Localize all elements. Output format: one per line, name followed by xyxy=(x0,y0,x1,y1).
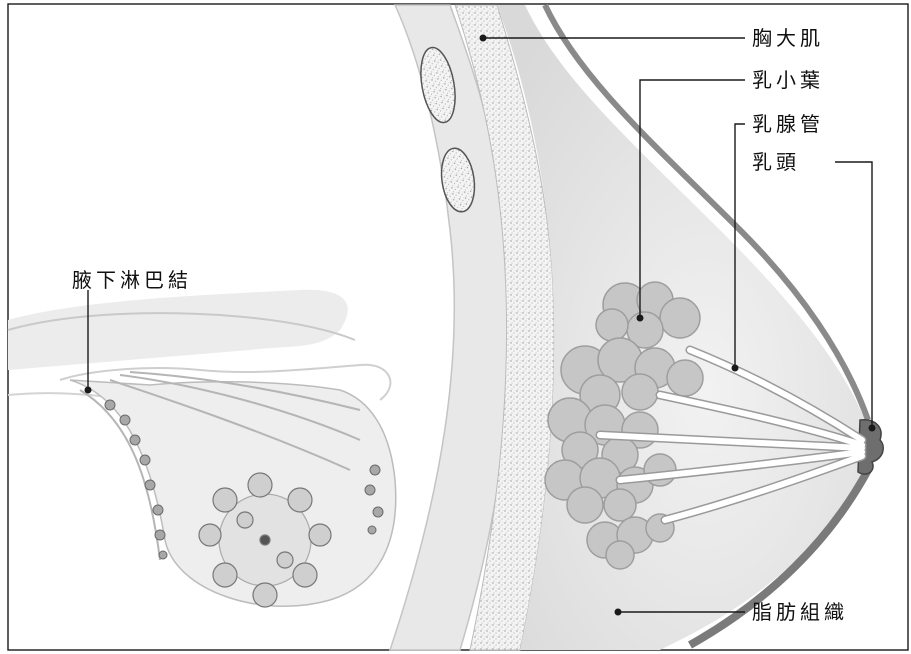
label-fatty-tissue: 脂肪組織 xyxy=(752,600,848,624)
label-pectoralis-major: 胸大肌 xyxy=(752,26,824,50)
label-nipple: 乳頭 xyxy=(752,150,800,174)
label-lobules: 乳小葉 xyxy=(752,68,824,92)
label-axillary-lymph-nodes: 腋下淋巴結 xyxy=(72,268,192,292)
label-lactiferous-duct: 乳腺管 xyxy=(752,112,824,136)
